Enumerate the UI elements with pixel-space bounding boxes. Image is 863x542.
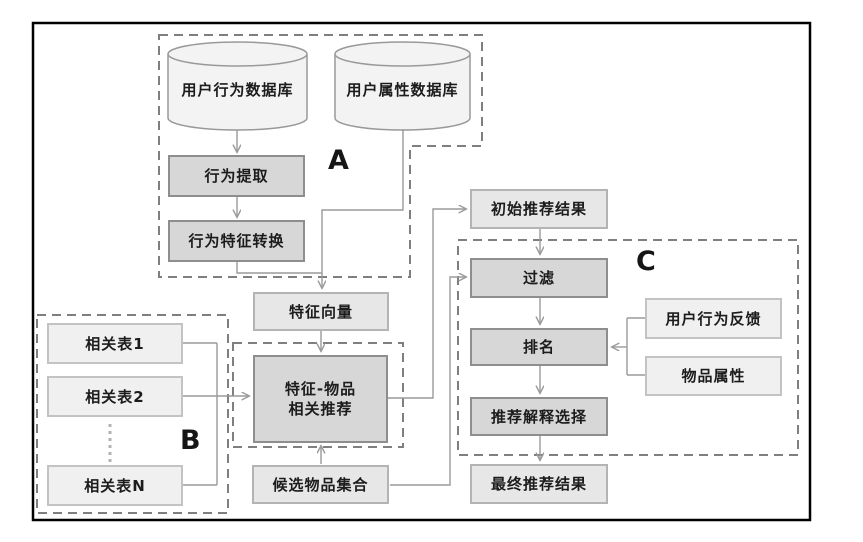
dashed-region-c — [457, 239, 799, 456]
dashed-region-b — [36, 314, 229, 514]
node-candidate-item-set: 候选物品集合 — [252, 465, 389, 504]
node-initial-recommendation-results: 初始推荐结果 — [470, 189, 608, 229]
node-final-recommendation-results: 最终推荐结果 — [470, 464, 608, 504]
node-behavior-feature-conversion: 行为特征转换 — [168, 220, 305, 262]
section-label-a: A — [328, 145, 349, 176]
node-related-table-1: 相关表1 — [47, 323, 183, 364]
node-filter: 过滤 — [470, 258, 608, 298]
node-related-table-2: 相关表2 — [47, 376, 183, 417]
node-user-attribute-db: 用户属性数据库 — [346, 80, 459, 99]
node-item-attributes: 物品属性 — [645, 356, 782, 396]
outer-frame — [31, 21, 812, 522]
node-feature-vector: 特征向量 — [253, 292, 389, 331]
node-user-behavior-db: 用户行为数据库 — [181, 80, 294, 99]
connector-arrows — [183, 129, 645, 486]
node-user-behavior-feedback: 用户行为反馈 — [645, 298, 782, 339]
dashed-region-feature-item — [232, 342, 404, 448]
user-behavior-db-cylinder — [167, 41, 308, 131]
section-label-c: C — [636, 246, 656, 277]
node-ranking: 排名 — [470, 328, 608, 366]
node-feature-item-recommendation: 特征-物品 相关推荐 — [253, 355, 388, 443]
node-behavior-extraction: 行为提取 — [168, 155, 305, 197]
node-related-table-n: 相关表N — [47, 465, 183, 506]
dashed-region-a — [158, 34, 483, 278]
node-feature-item-recommendation-line2: 相关推荐 — [288, 400, 353, 418]
node-recommendation-explanation-selection: 推荐解释选择 — [470, 397, 608, 436]
user-attribute-db-cylinder — [334, 41, 471, 131]
section-label-b: B — [180, 425, 201, 456]
node-feature-item-recommendation-line1: 特征-物品 — [284, 380, 357, 398]
